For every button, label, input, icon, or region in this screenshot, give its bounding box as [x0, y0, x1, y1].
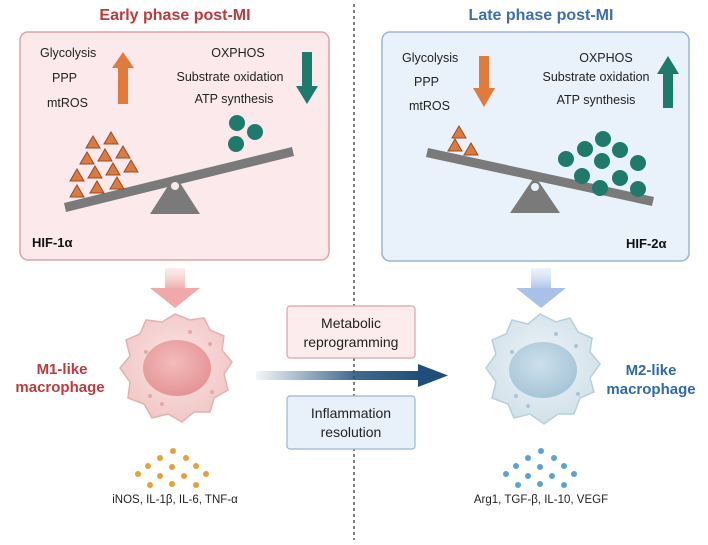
down-arrow-icon [296, 52, 318, 104]
late-term-substrate-oxidation: Substrate oxidation [542, 70, 649, 84]
m1-label-line2: macrophage [15, 379, 104, 396]
late-phase-panel: Glycolysis PPP mtROS OXPHOS Substrate ox… [381, 31, 690, 262]
transition-arrow [256, 364, 448, 387]
triangle-molecules-icon [447, 125, 479, 156]
late-phase-title: Late phase post-MI [469, 7, 614, 24]
early-phase-title: Early phase post-MI [99, 7, 250, 24]
early-down-arrow [150, 268, 200, 308]
early-term-substrate-oxidation: Substrate oxidation [176, 70, 283, 84]
up-arrow-icon [112, 52, 134, 104]
late-term-mtros: mtROS [409, 99, 450, 113]
resolution-label: resolution [321, 424, 382, 440]
inflammation-resolution-box: Inflammation resolution [286, 395, 416, 450]
circle-molecules-icon [228, 115, 263, 152]
inflammation-label: Inflammation [311, 405, 391, 421]
early-term-glycolysis: Glycolysis [40, 46, 96, 60]
early-term-atp-synthesis: ATP synthesis [195, 92, 274, 106]
metabolic-label: Metabolic [321, 315, 381, 331]
down-arrow-icon [473, 56, 495, 107]
late-cytokine-dots [503, 448, 577, 488]
m2-macrophage-icon [485, 313, 601, 425]
early-term-mtros: mtROS [47, 96, 88, 110]
late-factor-label: HIF-2α [626, 236, 667, 251]
late-term-oxphos: OXPHOS [579, 51, 633, 65]
m1-macrophage-icon [119, 313, 233, 423]
early-factor-label: HIF-1α [32, 235, 73, 250]
late-term-glycolysis: Glycolysis [402, 51, 458, 65]
reprogramming-label: reprogramming [304, 334, 399, 350]
metabolic-reprogramming-box: Metabolic reprogramming [286, 305, 416, 359]
late-term-atp-synthesis: ATP synthesis [557, 93, 636, 107]
up-arrow-icon [657, 56, 679, 108]
early-cytokine-dots [135, 448, 209, 488]
seesaw-icon [64, 147, 294, 214]
late-down-arrow [516, 268, 566, 308]
early-phase-panel: Glycolysis PPP mtROS OXPHOS Substrate ox… [19, 31, 330, 261]
m2-label-line1: M2-like [626, 362, 677, 379]
m1-label-line1: M1-like [37, 361, 88, 378]
late-cytokines: Arg1, TGF-β, IL-10, VEGF [474, 494, 608, 506]
early-term-oxphos: OXPHOS [211, 46, 265, 60]
m2-label-line2: macrophage [606, 381, 695, 398]
circle-molecules-icon [558, 131, 646, 197]
early-cytokines: iNOS, IL-1β, IL-6, TNF-α [112, 494, 238, 506]
late-term-ppp: PPP [414, 75, 439, 89]
early-term-ppp: PPP [52, 71, 77, 85]
triangle-molecules-icon [69, 131, 139, 198]
